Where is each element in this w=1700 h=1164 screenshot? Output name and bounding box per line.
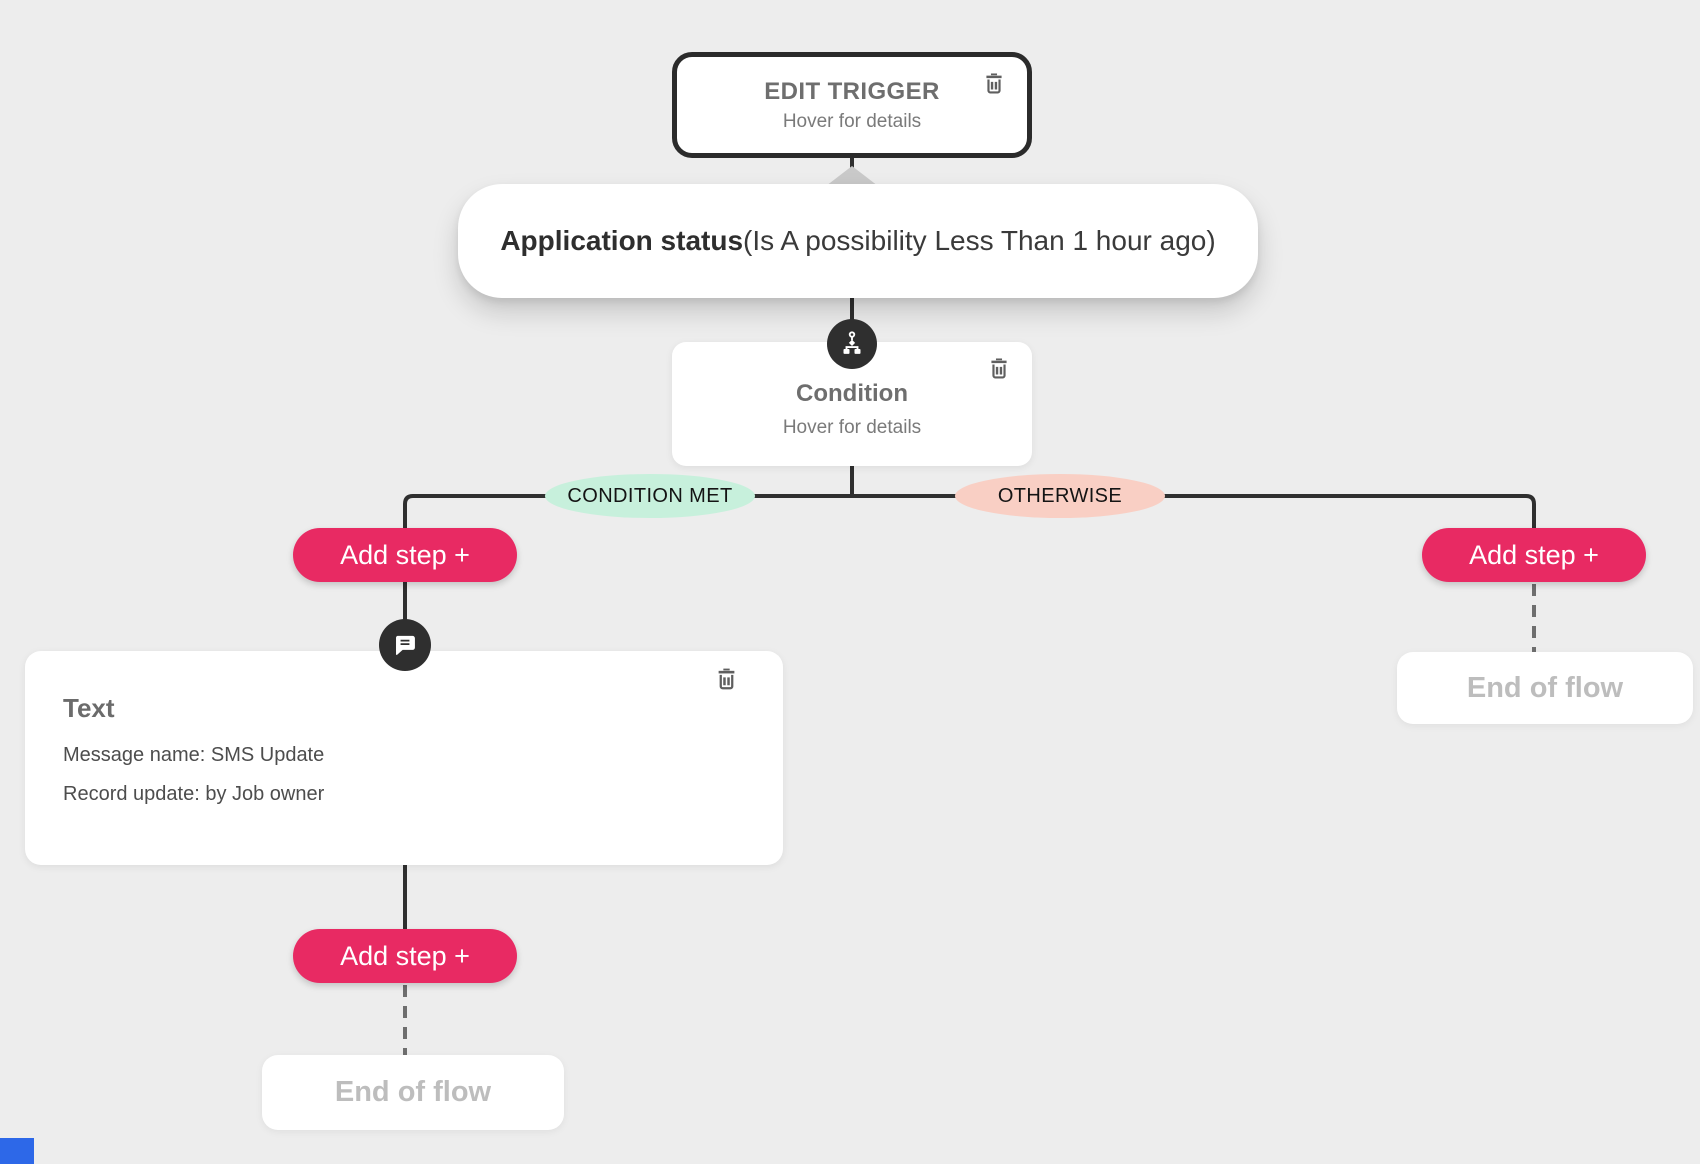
trigger-summary-pill[interactable]: Application status (Is A possibility Les… (458, 184, 1258, 298)
end-of-flow-label: End of flow (1466, 671, 1624, 704)
condition-title: Condition (796, 380, 908, 407)
branch-label-otherwise-text: OTHERWISE (997, 484, 1123, 507)
text-step-record-update: Record update: by Job owner (63, 783, 325, 805)
branch-label-met-text: CONDITION MET (567, 484, 733, 507)
end-of-flow-right: End of flow (1397, 652, 1693, 724)
blue-corner-widget[interactable] (0, 1138, 34, 1164)
add-step-label: Add step + (340, 940, 470, 971)
text-step-message-name: Message name: SMS Update (63, 744, 325, 766)
sitemap-icon (827, 319, 877, 369)
condition-subtitle: Hover for details (782, 417, 922, 438)
trigger-condition-detail: (Is A possibility Less Than 1 hour ago) (743, 225, 1216, 256)
end-of-flow-label: End of flow (334, 1076, 492, 1108)
trash-icon[interactable] (986, 355, 1012, 381)
trigger-field-name: Application status (500, 225, 744, 256)
add-step-button-otherwise-branch[interactable]: Add step + (1422, 528, 1646, 582)
triangle-up-arrow-icon (826, 166, 878, 186)
add-step-label: Add step + (1469, 539, 1599, 570)
trash-icon[interactable] (981, 70, 1007, 96)
edit-trigger-subtitle: Hover for details (782, 110, 922, 132)
edit-trigger-node[interactable]: EDIT TRIGGER Hover for details (672, 52, 1032, 158)
text-step-node[interactable]: Text Message name: SMS Update Record upd… (25, 651, 783, 865)
add-step-button-after-text[interactable]: Add step + (293, 929, 517, 983)
trash-icon[interactable] (713, 665, 739, 691)
add-step-label: Add step + (340, 539, 470, 570)
edit-trigger-title: EDIT TRIGGER (764, 77, 940, 105)
end-of-flow-left: End of flow (262, 1055, 564, 1130)
chat-message-icon (379, 619, 431, 671)
text-step-title: Text (63, 693, 115, 723)
add-step-button-met-branch[interactable]: Add step + (293, 528, 517, 582)
branch-label-otherwise: OTHERWISE (955, 474, 1165, 518)
branch-label-condition-met: CONDITION MET (545, 474, 755, 518)
condition-node[interactable]: Condition Hover for details (672, 342, 1032, 466)
